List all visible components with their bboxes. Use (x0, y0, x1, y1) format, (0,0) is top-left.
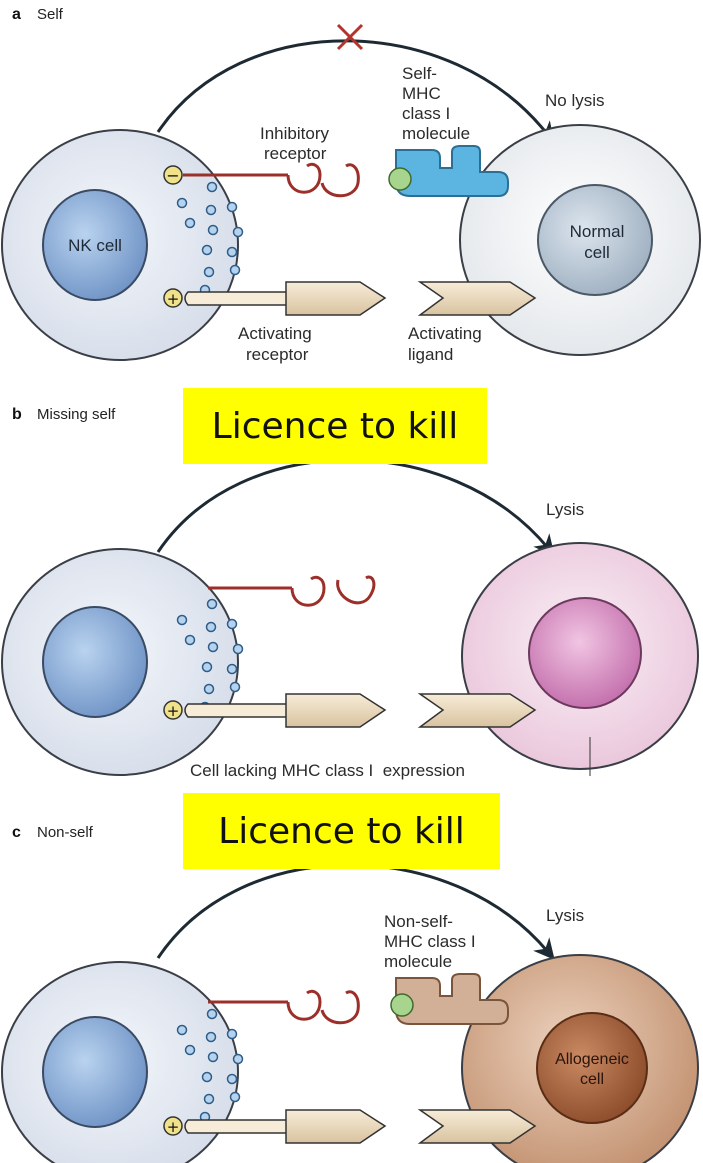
granule-dot (208, 183, 217, 192)
granule-dot (208, 600, 217, 609)
activating-sign: + (167, 1118, 180, 1136)
inhibitory-receptor-label-2: receptor (264, 144, 327, 163)
panel-a: a Self No lysis NK cell Normal cell − (2, 6, 700, 364)
granule-dot (234, 1055, 243, 1064)
nk-cell-label: NK cell (68, 236, 122, 255)
granule-dot (203, 663, 212, 672)
activating-ligand-label-2: ligand (408, 345, 453, 364)
nonself-mhc-label-3: molecule (384, 952, 452, 971)
inhibitory-sign: − (166, 166, 179, 185)
granule-dot (231, 683, 240, 692)
granule-dot (207, 623, 216, 632)
activating-ligand (420, 282, 535, 315)
granule-dot (178, 1026, 187, 1035)
granule-dot (234, 645, 243, 654)
granule-dot (205, 1095, 214, 1104)
interaction-arc (158, 865, 548, 958)
activating-ligand (420, 694, 535, 727)
granule-dot (209, 643, 218, 652)
outcome-label: Lysis (546, 500, 584, 519)
mhc-label-2: MHC (402, 84, 441, 103)
interaction-arc (158, 460, 548, 552)
caption: Cell lacking MHC class I expression (190, 761, 465, 780)
interaction-arc (158, 41, 548, 135)
panel-b-letter: b (12, 406, 22, 423)
nonself-mhc-label-2: MHC class I (384, 932, 476, 951)
activating-ligand (420, 1110, 535, 1143)
outcome-label: No lysis (545, 91, 605, 110)
activating-sign: + (167, 290, 180, 308)
granule-dot (228, 203, 237, 212)
normal-cell-label-line1: Normal (570, 222, 625, 241)
granule-dot (209, 1053, 218, 1062)
mhc-label-1: Self- (402, 64, 437, 83)
granule-dot (231, 1093, 240, 1102)
inhibitory-receptor-label-1: Inhibitory (260, 124, 329, 143)
granule-dot (205, 685, 214, 694)
granule-dot (208, 1010, 217, 1019)
mhc-label-4: molecule (402, 124, 470, 143)
licence-to-kill-banner: Licence to kill (183, 793, 500, 869)
granule-dot (231, 266, 240, 275)
licence-to-kill-banner: Licence to kill (183, 388, 487, 464)
activating-receptor-label-1: Activating (238, 324, 312, 343)
granule-dot (228, 1030, 237, 1039)
panel-b-title: Missing self (37, 406, 116, 423)
panel-c-letter: c (12, 824, 21, 841)
outcome-label: Lysis (546, 906, 584, 925)
granule-dot (186, 219, 195, 228)
nonself-mhc-label-1: Non-self- (384, 912, 453, 931)
panel-c: c Non-self Lysis Allogeneic cell Non-sel… (2, 824, 698, 1163)
panel-c-title: Non-self (37, 824, 94, 841)
allogeneic-label-2: cell (580, 1071, 604, 1088)
mhc-lacking-nucleus (529, 598, 641, 708)
panel-a-title: Self (37, 6, 64, 23)
panel-a-letter: a (12, 6, 21, 23)
inhibitory-receptor (208, 577, 374, 605)
granule-dot (228, 620, 237, 629)
granule-dot (178, 199, 187, 208)
mhc-label-3: class I (402, 104, 450, 123)
granule-dot (203, 1073, 212, 1082)
self-mhc-molecule (389, 146, 508, 196)
granule-dot (186, 1046, 195, 1055)
nonself-mhc-molecule (391, 974, 508, 1024)
activating-receptor-label-2: receptor (246, 345, 309, 364)
granule-dot (186, 636, 195, 645)
granule-dot (234, 228, 243, 237)
granule-dot (228, 1075, 237, 1084)
normal-cell-label-line2: cell (584, 243, 610, 262)
activating-ligand-label-1: Activating (408, 324, 482, 343)
granule-dot (178, 616, 187, 625)
activating-sign: + (167, 702, 180, 720)
granule-dot (209, 226, 218, 235)
granule-dot (205, 268, 214, 277)
granule-dot (203, 246, 212, 255)
granule-dot (228, 248, 237, 257)
nk-nucleus (43, 1017, 147, 1127)
inhibitory-receptor (208, 991, 358, 1022)
granule-dot (207, 206, 216, 215)
granule-dot (228, 665, 237, 674)
nk-nucleus (43, 607, 147, 717)
granule-dot (207, 1033, 216, 1042)
allogeneic-nucleus (537, 1013, 647, 1123)
blocked-x-icon (338, 25, 362, 49)
allogeneic-label-1: Allogeneic (555, 1051, 629, 1068)
